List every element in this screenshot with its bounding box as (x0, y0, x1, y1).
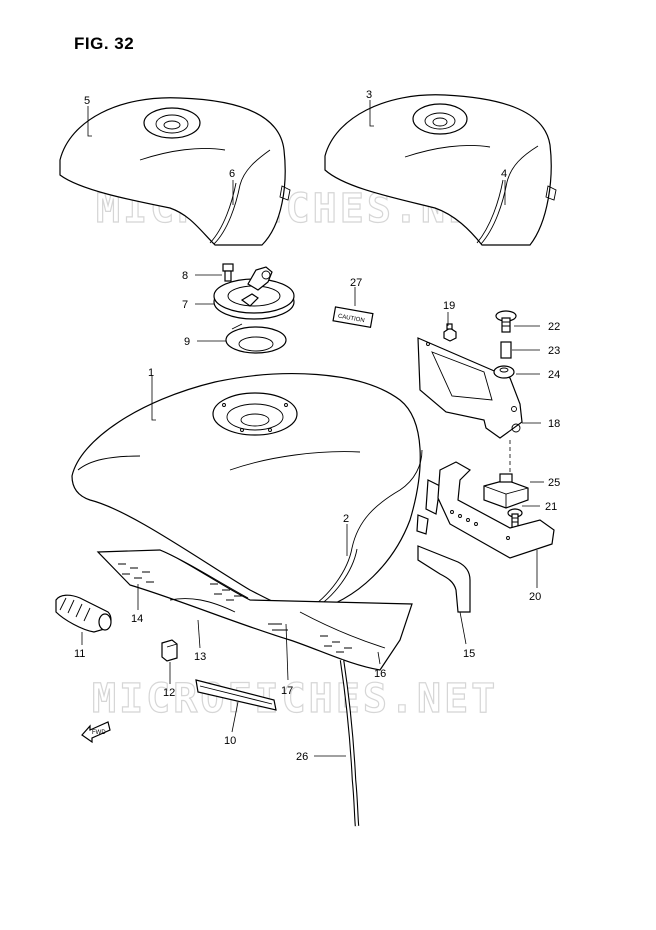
callout-22: 22 (548, 321, 560, 333)
callout-12: 12 (163, 687, 175, 699)
fwd-label: FWD (92, 730, 106, 736)
callout-11: 11 (74, 648, 85, 660)
fuel-cap-bolt (222, 263, 234, 282)
tank-cover-left (59, 97, 291, 246)
callout-4: 4 (501, 168, 507, 180)
callout-18: 18 (548, 418, 560, 430)
callout-1: 1 (148, 367, 154, 379)
leader-lines (81, 100, 544, 757)
collar (500, 341, 512, 359)
callout-2: 2 (343, 513, 349, 525)
fuel-cap-gasket (225, 323, 287, 354)
rubber-cushion (55, 594, 112, 633)
side-bracket (417, 545, 471, 613)
callout-labels: 1 2 3 4 5 6 7 8 9 10 11 12 13 14 15 16 1… (74, 89, 560, 763)
decal-text: CAUTION (337, 314, 365, 325)
callout-19: 19 (443, 300, 455, 312)
mounting-screw (495, 310, 517, 333)
callout-17: 17 (281, 685, 293, 697)
callout-9: 9 (184, 336, 190, 348)
callout-13: 13 (194, 651, 206, 663)
callout-10: 10 (224, 735, 236, 747)
callout-21: 21 (545, 501, 557, 513)
callout-24: 24 (548, 369, 560, 381)
small-cushion (161, 639, 178, 662)
watermark-bottom: MICROFICHES.NET (92, 676, 498, 722)
drain-hose (339, 659, 360, 827)
rubber-strip (195, 679, 277, 711)
callout-26: 26 (296, 751, 308, 763)
tank-cover-right (324, 94, 557, 246)
callout-3: 3 (366, 89, 372, 101)
callout-25: 25 (548, 477, 560, 489)
grommet (493, 365, 515, 379)
callout-5: 5 (84, 95, 90, 107)
fwd-arrow-icon: FWD (81, 721, 111, 744)
callout-6: 6 (229, 168, 235, 180)
fuel-cap (213, 266, 295, 320)
callout-15: 15 (463, 648, 475, 660)
mounting-plate (437, 461, 555, 559)
callout-20: 20 (529, 591, 541, 603)
callout-23: 23 (548, 345, 560, 357)
callout-14: 14 (131, 613, 143, 625)
bracket-bolt (443, 323, 457, 342)
callout-16: 16 (374, 668, 386, 680)
callout-27: 27 (350, 277, 362, 289)
rubber-damper (483, 473, 529, 509)
figure-title: FIG. 32 (74, 34, 135, 53)
heat-insulators (96, 549, 413, 671)
callout-7: 7 (182, 299, 188, 311)
caution-decal: CAUTION (332, 306, 374, 329)
callout-8: 8 (182, 270, 188, 282)
